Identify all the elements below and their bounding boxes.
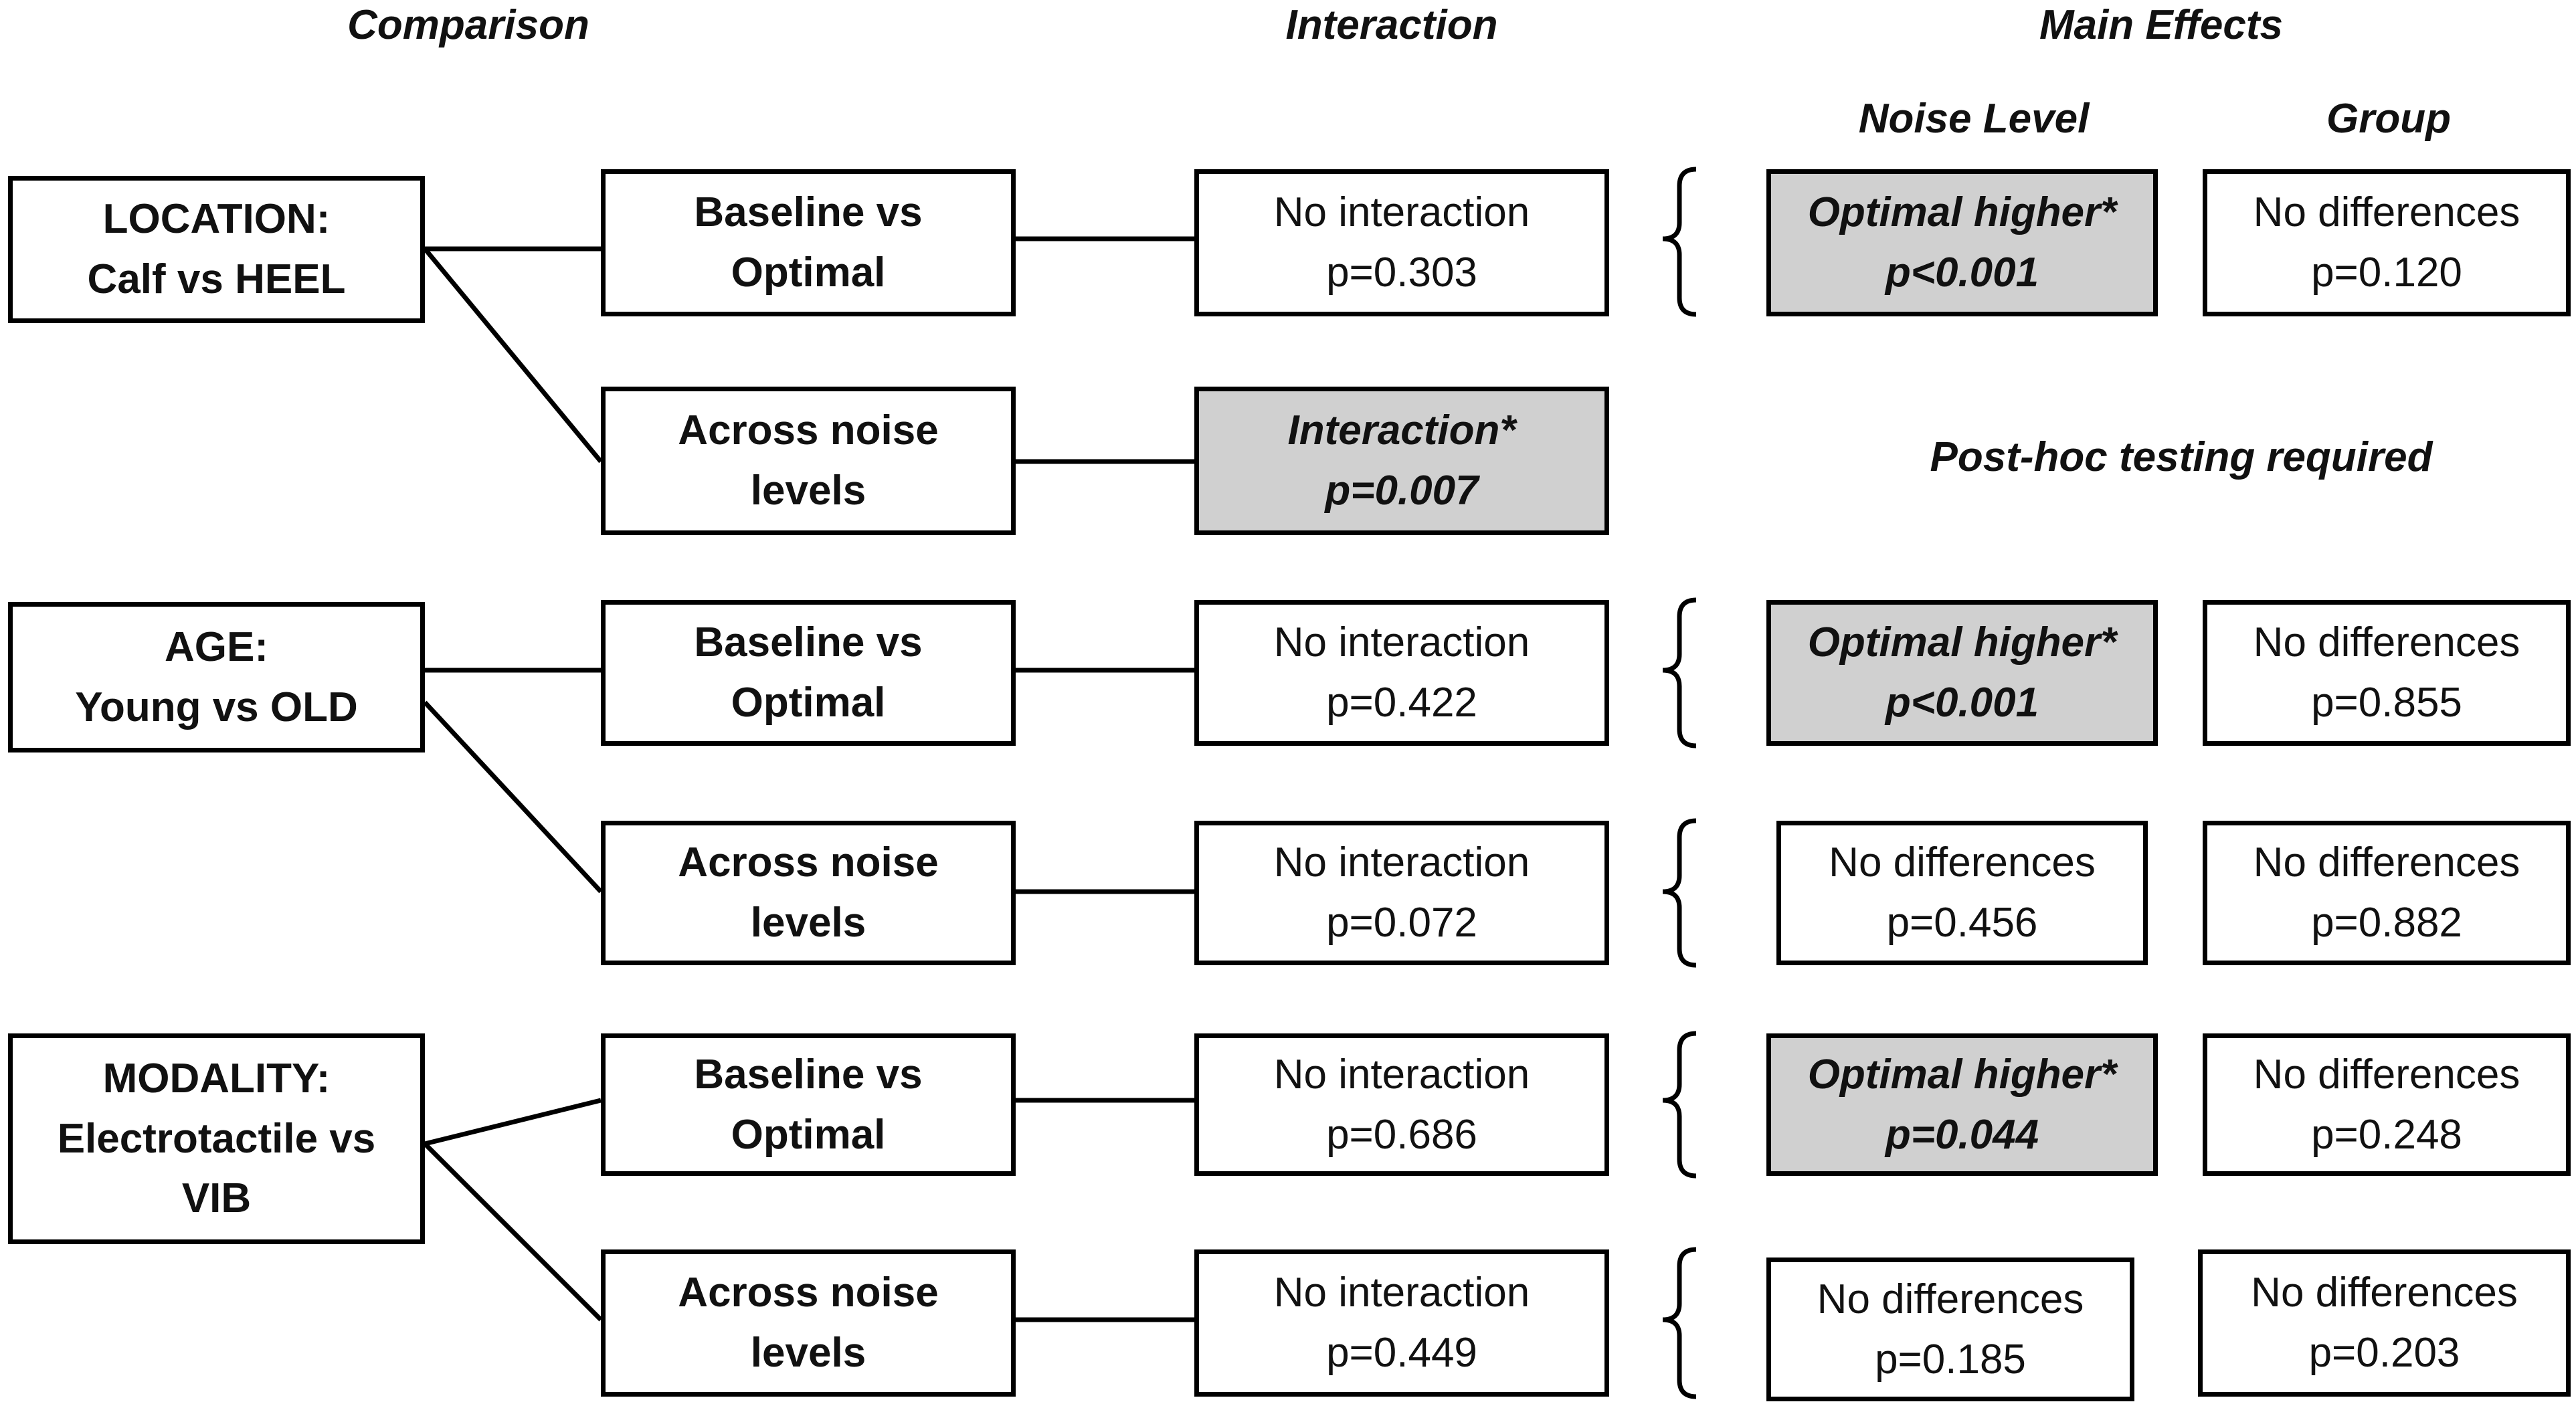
- factor-label-line-1: AGE:: [165, 623, 268, 670]
- interaction-box-modality-across: No interaction p=0.449: [1194, 1249, 1609, 1397]
- connector-age-across: [423, 700, 603, 894]
- group-p-value: p=0.855: [2311, 680, 2462, 726]
- interaction-result: No interaction: [1273, 1051, 1530, 1098]
- group-box-modality-across: No differences p=0.203: [2198, 1249, 2571, 1397]
- comparison-box-location-across: Across noise levels: [601, 387, 1016, 535]
- interaction-p-value: p=0.422: [1326, 680, 1477, 726]
- group-result: No differences: [2253, 619, 2520, 666]
- comparison-box-age-across: Across noise levels: [601, 821, 1016, 965]
- header-main-effects: Main Effects: [2039, 2, 2284, 48]
- group-result: No differences: [2253, 839, 2520, 886]
- comparison-label-line-1: Baseline vs: [694, 619, 923, 666]
- group-result: No differences: [2251, 1270, 2518, 1316]
- comparison-label-line-2: Optimal: [731, 1111, 886, 1158]
- connector-modality-baseline: [424, 1098, 602, 1146]
- connector-location-across: [423, 247, 603, 464]
- factor-box-location: LOCATION: Calf vs HEEL: [8, 176, 425, 323]
- factor-label-line-1: LOCATION:: [102, 196, 331, 243]
- brace-location-baseline: [1662, 167, 1697, 317]
- group-p-value: p=0.248: [2311, 1111, 2462, 1158]
- factor-label-line-3: VIB: [181, 1175, 252, 1222]
- comparison-label-line-1: Across noise: [678, 839, 939, 886]
- noise-level-box-modality-across: No differences p=0.185: [1766, 1258, 2134, 1401]
- interaction-p-value: p=0.072: [1326, 900, 1477, 946]
- interaction-p-value: p=0.303: [1326, 249, 1477, 296]
- interaction-p-value: p=0.449: [1326, 1330, 1477, 1376]
- noise-level-p-value: p<0.001: [1885, 249, 2039, 296]
- comparison-box-age-baseline: Baseline vs Optimal: [601, 600, 1016, 746]
- group-box-modality-baseline: No differences p=0.248: [2203, 1033, 2571, 1176]
- interaction-box-age-across: No interaction p=0.072: [1194, 821, 1609, 965]
- comparison-label-line-2: levels: [750, 468, 866, 514]
- interaction-result: Interaction*: [1287, 407, 1516, 454]
- group-box-age-across: No differences p=0.882: [2203, 821, 2571, 965]
- brace-modality-baseline: [1662, 1031, 1697, 1179]
- noise-level-box-age-baseline: Optimal higher* p<0.001: [1766, 600, 2158, 746]
- group-result: No differences: [2253, 1051, 2520, 1098]
- noise-level-result: Optimal higher*: [1807, 1051, 2117, 1098]
- factor-label-line-1: MODALITY:: [102, 1055, 331, 1102]
- comparison-label-line-2: levels: [750, 900, 866, 946]
- interaction-result: No interaction: [1273, 839, 1530, 886]
- comparison-box-modality-baseline: Baseline vs Optimal: [601, 1033, 1016, 1176]
- header-comparison: Comparison: [347, 2, 589, 48]
- brace-modality-across: [1662, 1247, 1697, 1399]
- noise-level-result: Optimal higher*: [1807, 619, 2117, 666]
- comparison-label-line-2: Optimal: [731, 680, 886, 726]
- comparison-label-line-2: levels: [750, 1330, 866, 1376]
- factor-label-line-2: Young vs OLD: [75, 684, 358, 730]
- connector-modality-across: [423, 1142, 603, 1322]
- post-hoc-note: Post-hoc testing required: [1930, 434, 2433, 480]
- noise-level-box-age-across: No differences p=0.456: [1776, 821, 2148, 965]
- group-p-value: p=0.120: [2311, 249, 2462, 296]
- group-result: No differences: [2253, 189, 2520, 236]
- group-box-age-baseline: No differences p=0.855: [2203, 600, 2571, 746]
- comparison-box-location-baseline: Baseline vs Optimal: [601, 169, 1016, 316]
- interaction-box-location-across: Interaction* p=0.007: [1194, 387, 1609, 535]
- noise-level-box-location-baseline: Optimal higher* p<0.001: [1766, 169, 2158, 316]
- noise-level-p-value: p=0.185: [1875, 1336, 2026, 1383]
- interaction-result: No interaction: [1273, 189, 1530, 236]
- comparison-label-line-1: Baseline vs: [694, 189, 923, 236]
- comparison-label-line-1: Baseline vs: [694, 1051, 923, 1098]
- brace-age-baseline: [1662, 597, 1697, 748]
- comparison-box-modality-across: Across noise levels: [601, 1249, 1016, 1397]
- factor-box-modality: MODALITY: Electrotactile vs VIB: [8, 1033, 425, 1244]
- factor-box-age: AGE: Young vs OLD: [8, 602, 425, 752]
- comparison-label-line-1: Across noise: [678, 407, 939, 454]
- comparison-label-line-2: Optimal: [731, 249, 886, 296]
- brace-age-across: [1662, 818, 1697, 968]
- noise-level-p-value: p<0.001: [1885, 680, 2039, 726]
- noise-level-result: Optimal higher*: [1807, 189, 2117, 236]
- group-p-value: p=0.203: [2308, 1330, 2460, 1376]
- interaction-box-modality-baseline: No interaction p=0.686: [1194, 1033, 1609, 1176]
- interaction-box-age-baseline: No interaction p=0.422: [1194, 600, 1609, 746]
- factor-label-line-2: Calf vs HEEL: [87, 256, 346, 302]
- interaction-result: No interaction: [1273, 1270, 1530, 1316]
- header-group: Group: [2326, 96, 2451, 142]
- noise-level-p-value: p=0.456: [1886, 900, 2038, 946]
- header-interaction: Interaction: [1285, 2, 1498, 48]
- header-noise-level: Noise Level: [1858, 96, 2090, 142]
- noise-level-result: No differences: [1817, 1276, 2084, 1322]
- interaction-p-value: p=0.007: [1325, 468, 1479, 514]
- noise-level-box-modality-baseline: Optimal higher* p=0.044: [1766, 1033, 2158, 1176]
- group-box-location-baseline: No differences p=0.120: [2203, 169, 2571, 316]
- interaction-p-value: p=0.686: [1326, 1111, 1477, 1158]
- interaction-box-location-baseline: No interaction p=0.303: [1194, 169, 1609, 316]
- comparison-label-line-1: Across noise: [678, 1270, 939, 1316]
- noise-level-p-value: p=0.044: [1885, 1111, 2039, 1158]
- noise-level-result: No differences: [1829, 839, 2096, 886]
- group-p-value: p=0.882: [2311, 900, 2462, 946]
- factor-label-line-2: Electrotactile vs: [57, 1115, 376, 1162]
- interaction-result: No interaction: [1273, 619, 1530, 666]
